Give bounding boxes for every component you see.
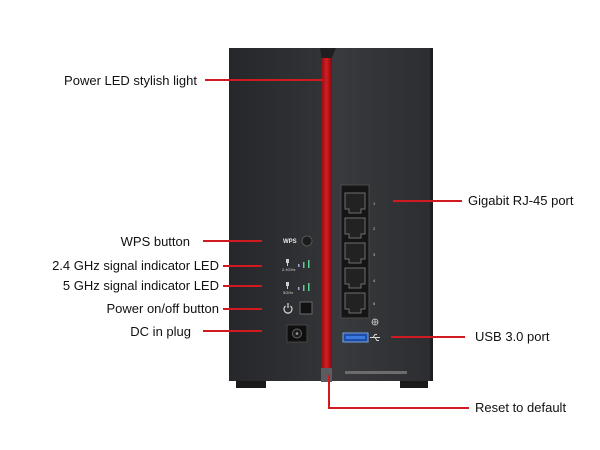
- led-5-indicator: [298, 283, 310, 291]
- rj45-port-4: [344, 267, 366, 289]
- right-foot: [400, 378, 428, 388]
- port-number: 3: [373, 252, 376, 257]
- strip-base: [321, 368, 332, 382]
- usb-icon: [370, 334, 380, 341]
- band-5-marking: 5GHz: [283, 290, 293, 295]
- rj45-ports[interactable]: [344, 192, 366, 314]
- port-number-labels: 1 2 3 4 5: [373, 201, 376, 306]
- rj45-port-5: [344, 292, 366, 314]
- wifi-5-icon: [286, 282, 289, 289]
- band-24-marking: 2.4GHz: [282, 267, 296, 272]
- port-number: 1: [373, 201, 376, 206]
- rj45-port-2: [344, 217, 366, 239]
- router-left-panel: [229, 48, 327, 381]
- port-number: 4: [373, 278, 376, 283]
- callout-led-24: 2.4 GHz signal indicator LED: [52, 258, 219, 273]
- leader-lines: [203, 79, 469, 409]
- dc-in-pin: [295, 332, 299, 335]
- serial-sticker: [345, 371, 407, 374]
- callout-power-led: Power LED stylish light: [64, 73, 197, 88]
- leader-reset: [328, 375, 469, 409]
- callout-reset: Reset to default: [475, 400, 567, 415]
- left-foot: [236, 378, 266, 388]
- internet-icon: [371, 318, 379, 326]
- callout-led-5: 5 GHz signal indicator LED: [62, 278, 219, 293]
- callout-rj45: Gigabit RJ-45 port: [468, 193, 574, 208]
- wps-marking: WPS: [283, 239, 297, 245]
- wps-button[interactable]: [301, 235, 313, 247]
- callout-usb3: USB 3.0 port: [475, 329, 550, 344]
- led-24-indicator: [298, 260, 310, 268]
- router-edge: [430, 48, 433, 381]
- power-led-strip: [321, 58, 332, 370]
- port-number: 5: [373, 301, 376, 306]
- callout-power-switch: Power on/off button: [106, 301, 219, 316]
- usb3-tongue: [346, 336, 365, 339]
- callout-wps-button: WPS button: [120, 234, 190, 249]
- port-number: 2: [373, 226, 376, 231]
- callout-dc-in: DC in plug: [130, 324, 191, 339]
- rj45-port-1: [344, 192, 366, 214]
- power-switch[interactable]: [299, 301, 313, 315]
- wifi-24-icon: [286, 259, 289, 266]
- rj45-port-3: [344, 242, 366, 264]
- power-icon: [283, 303, 293, 314]
